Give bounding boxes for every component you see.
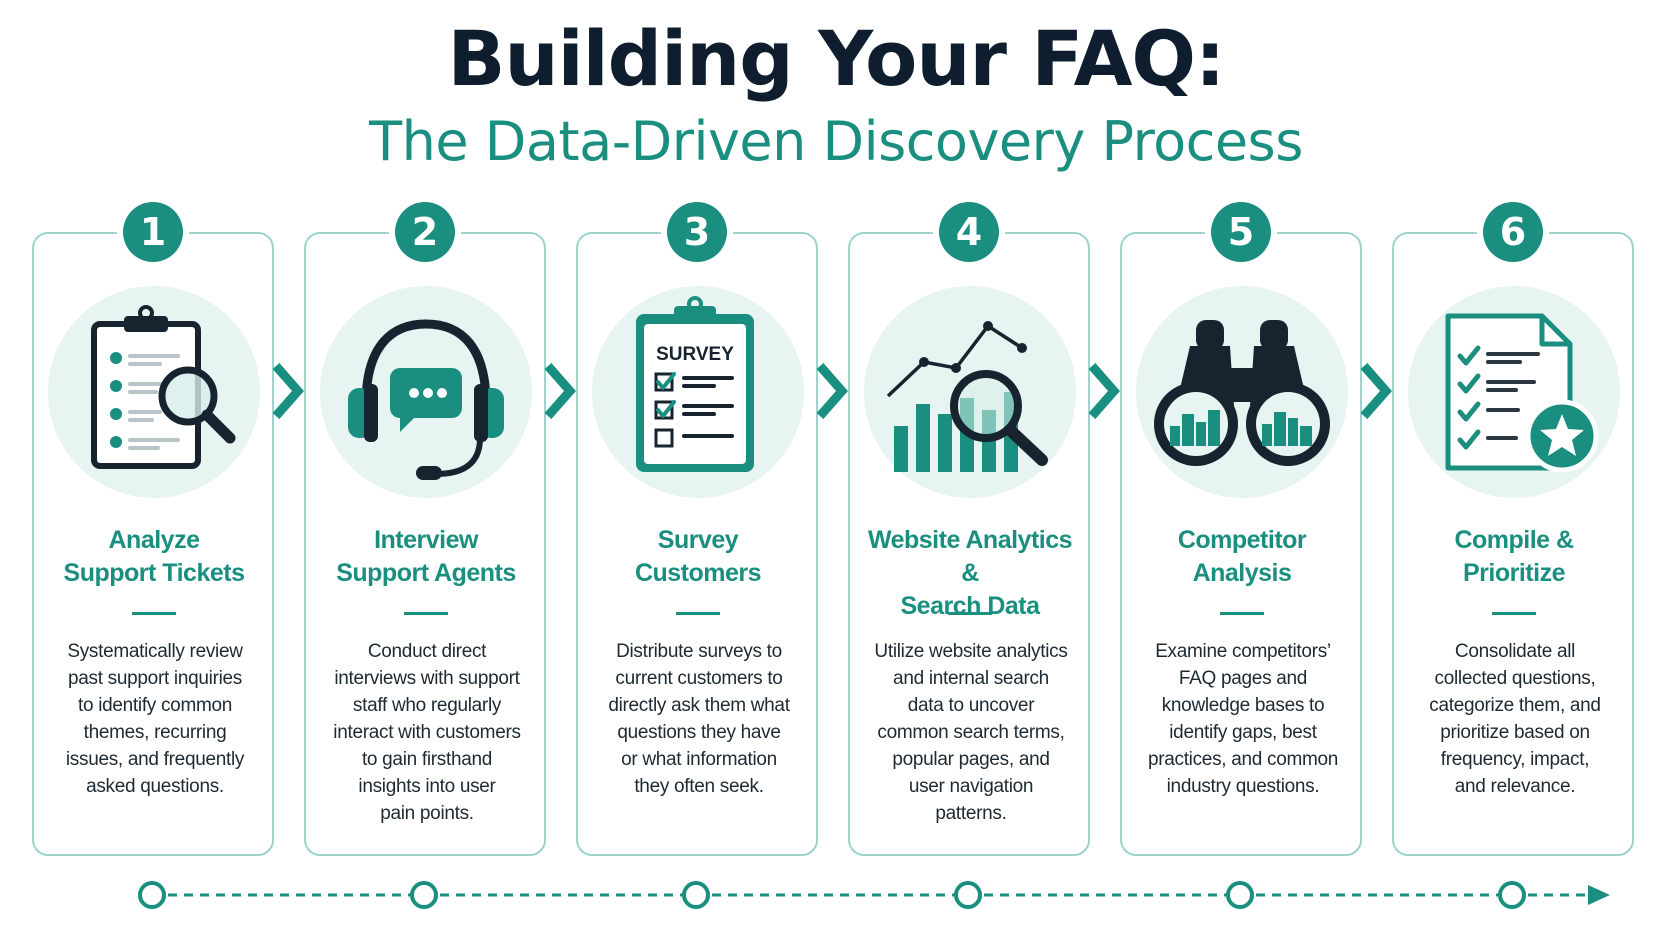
timeline-node bbox=[682, 881, 710, 909]
step-card-5: 5 Competitor Analysis Examine competitor… bbox=[1120, 202, 1362, 856]
step-title: Interview Support Agents bbox=[336, 526, 516, 587]
step-title: Website Analytics & Search Data bbox=[867, 526, 1073, 620]
timeline-node bbox=[138, 881, 166, 909]
checklist-star-icon bbox=[1408, 286, 1620, 498]
step-description: Conduct direct interviews with support s… bbox=[333, 641, 521, 824]
step-number-badge: 5 bbox=[1211, 202, 1271, 262]
step-number-badge: 1 bbox=[123, 202, 183, 262]
step-title: Compile & Prioritize bbox=[1454, 526, 1574, 587]
timeline-node bbox=[1226, 881, 1254, 909]
step-divider bbox=[132, 612, 176, 615]
step-card-2: 2 Interview Support Agents Conduct direc… bbox=[304, 202, 546, 856]
headset-chat-icon bbox=[320, 286, 532, 498]
step-description: Systematically review past support inqui… bbox=[65, 641, 245, 797]
timeline-node bbox=[1498, 881, 1526, 909]
chevron-right-icon bbox=[544, 363, 576, 419]
step-number-badge: 4 bbox=[939, 202, 999, 262]
step-title: Competitor Analysis bbox=[1177, 526, 1307, 587]
survey-label: SURVEY bbox=[656, 344, 734, 365]
progress-timeline bbox=[138, 881, 1610, 909]
step-description: Distribute surveys to current customers … bbox=[608, 641, 790, 797]
step-title: Analyze Support Tickets bbox=[63, 526, 245, 587]
step-card-3: 3 SURVEY Survey Customers Distribute sur… bbox=[576, 202, 818, 856]
analytics-chart-icon bbox=[864, 286, 1076, 498]
step-card-6: 6 Compile & Prioritize Consolidate all c… bbox=[1392, 202, 1634, 856]
step-divider bbox=[1220, 612, 1264, 615]
chevron-right-icon bbox=[816, 363, 848, 419]
step-description: Consolidate all collected questions, cat… bbox=[1429, 641, 1601, 797]
step-description: Examine competitors’ FAQ pages and knowl… bbox=[1147, 641, 1339, 797]
step-divider bbox=[1492, 612, 1536, 615]
step-title: Survey Customers bbox=[634, 526, 762, 587]
step-number-badge: 2 bbox=[395, 202, 455, 262]
step-divider bbox=[404, 612, 448, 615]
clipboard-magnifier-icon bbox=[48, 286, 260, 498]
chevron-right-icon bbox=[272, 363, 304, 419]
chevron-right-icon bbox=[1360, 363, 1392, 419]
chevron-right-icon bbox=[1088, 363, 1120, 419]
step-description: Utilize website analytics and internal s… bbox=[874, 641, 1068, 824]
step-number-badge: 3 bbox=[667, 202, 727, 262]
step-number-badge: 6 bbox=[1483, 202, 1543, 262]
survey-clipboard-icon: SURVEY bbox=[592, 286, 804, 498]
step-card-1: 1 Analyze Support Tickets Systematically… bbox=[32, 202, 274, 856]
page-subtitle: The Data-Driven Discovery Process bbox=[369, 110, 1303, 173]
step-divider bbox=[676, 612, 720, 615]
step-card-4: 4 Website Analytics & Search Data Utiliz… bbox=[848, 202, 1090, 856]
timeline-node bbox=[954, 881, 982, 909]
timeline-node bbox=[410, 881, 438, 909]
page-title: Building Your FAQ: bbox=[447, 14, 1226, 103]
timeline-arrowhead bbox=[1588, 885, 1610, 905]
binoculars-icon bbox=[1136, 286, 1348, 498]
step-divider bbox=[948, 612, 992, 615]
